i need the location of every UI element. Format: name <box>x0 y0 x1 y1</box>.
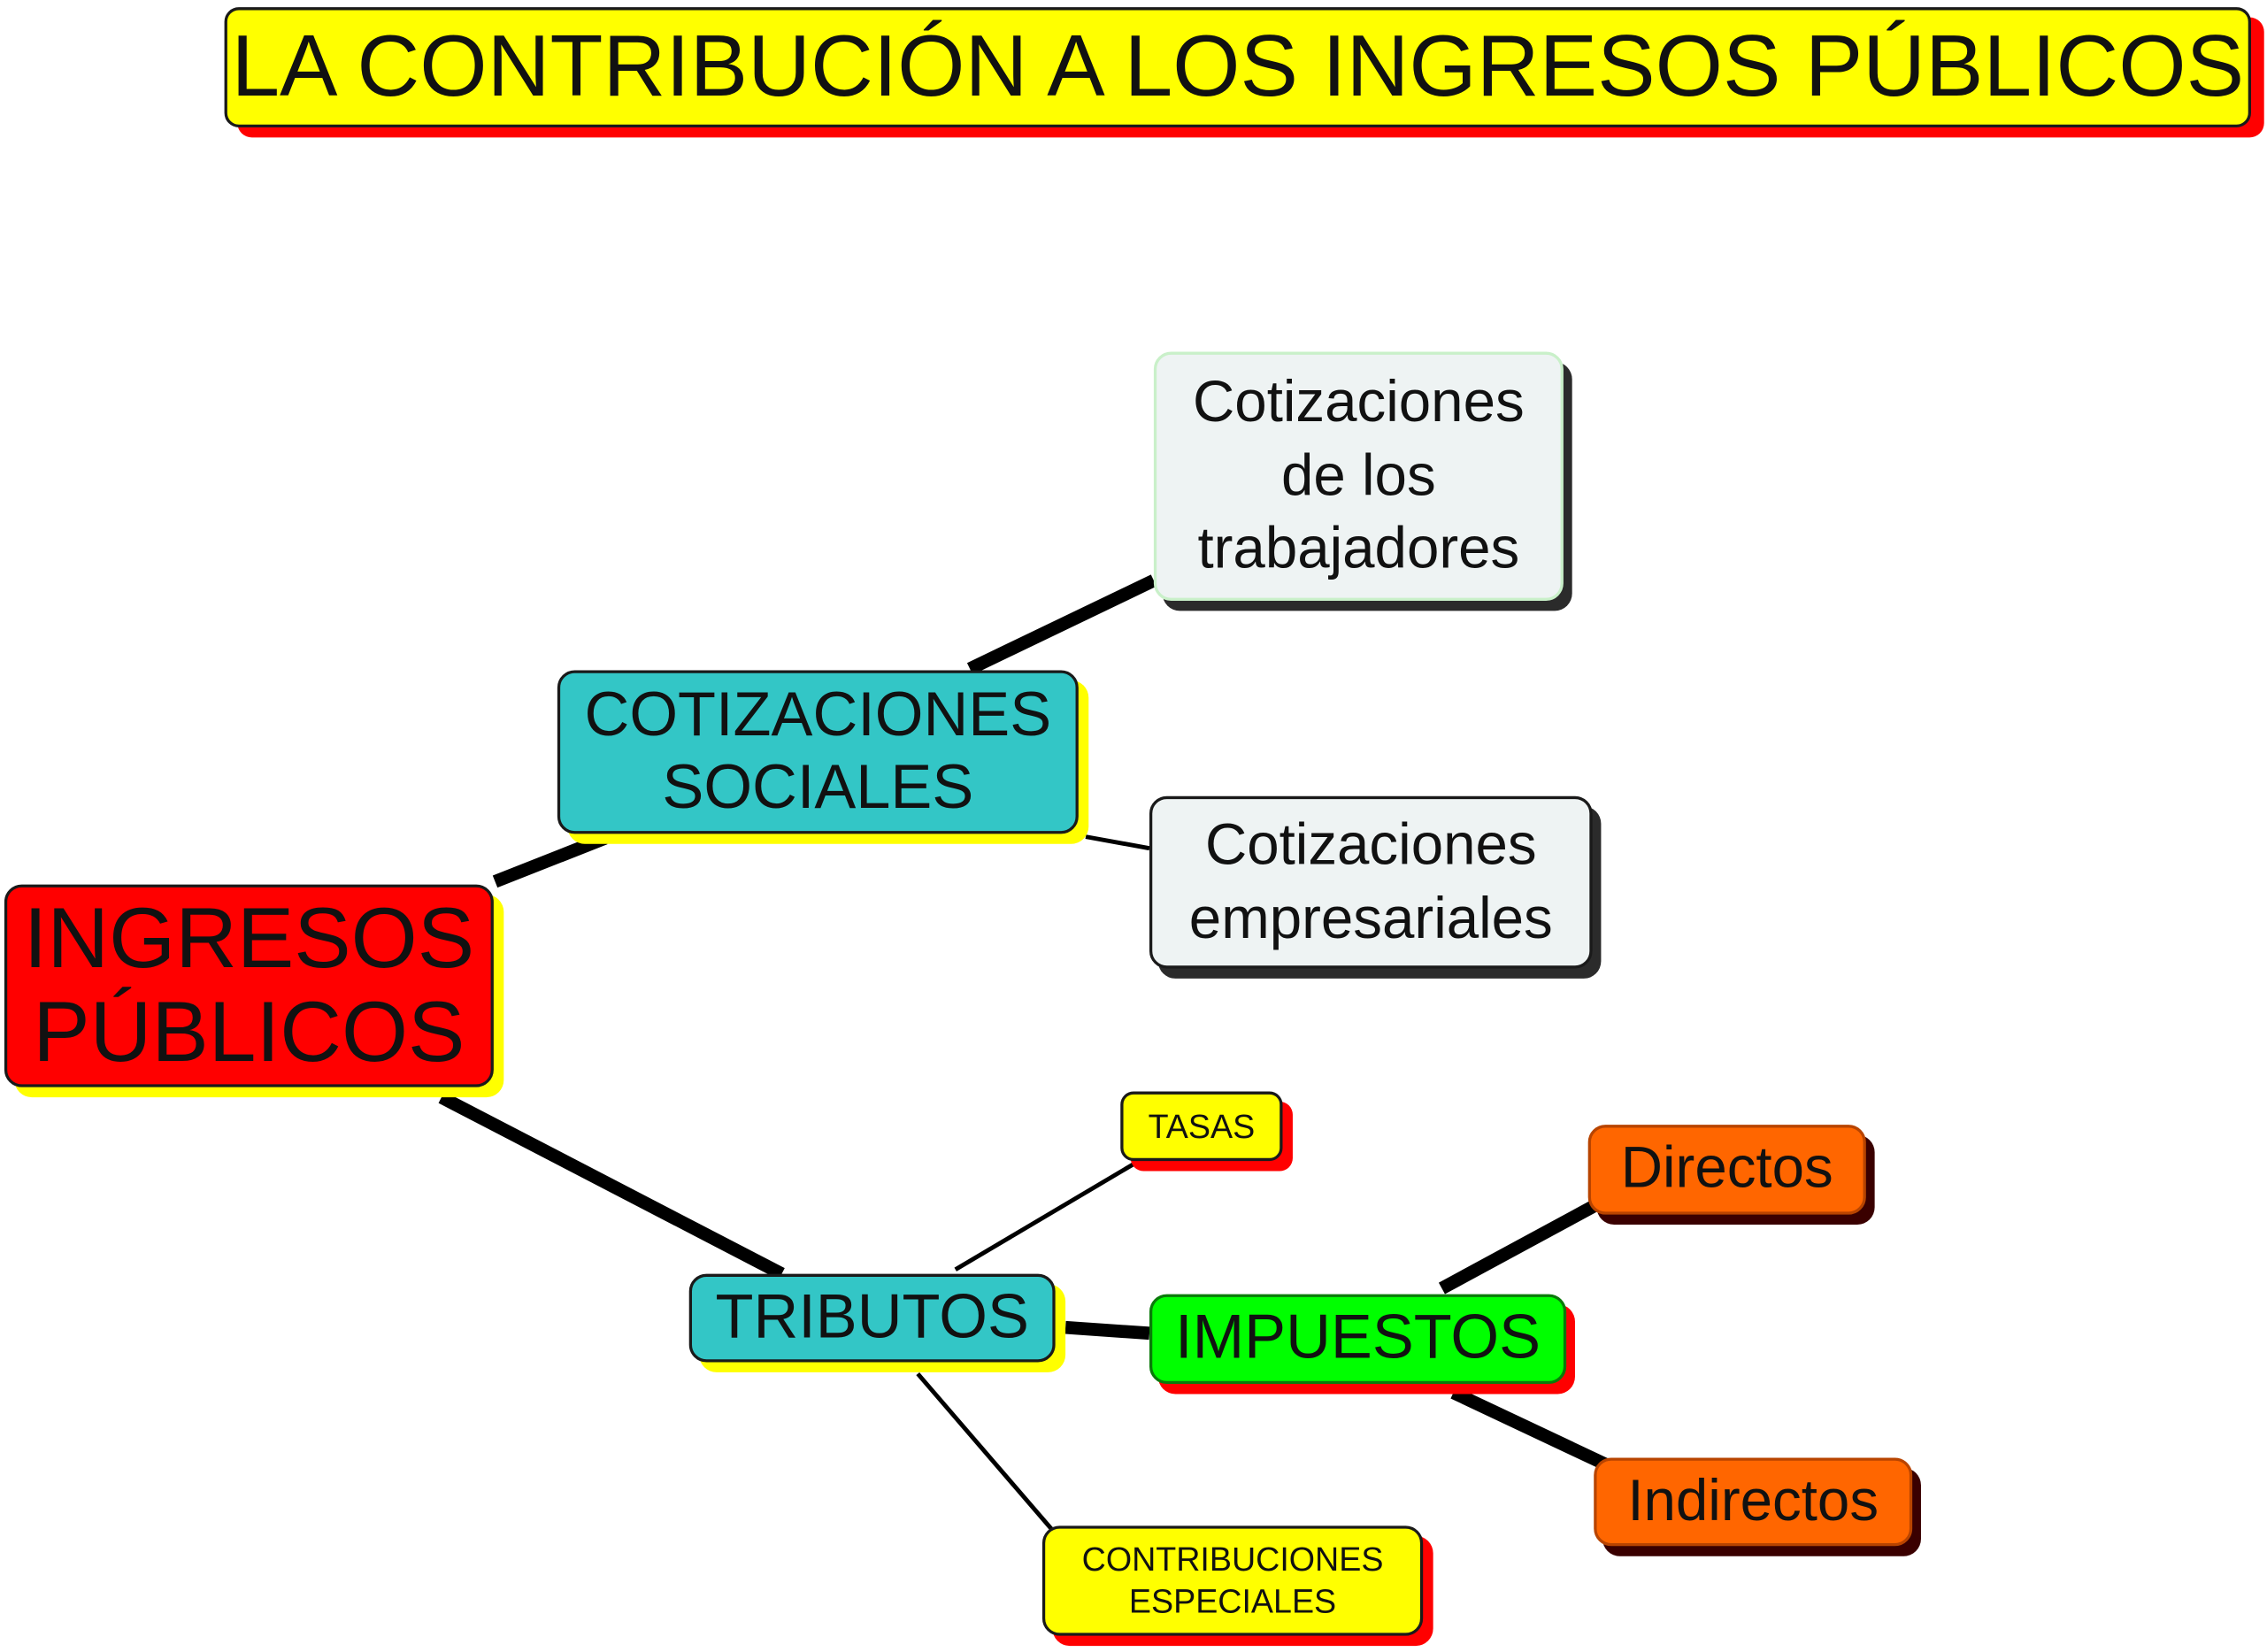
edge-tributos-contribuciones-especiales <box>916 1372 1055 1532</box>
node-tasas: TASAS <box>1120 1091 1283 1162</box>
node-cotizaciones-sociales: COTIZACIONES SOCIALES <box>557 670 1079 834</box>
node-impuestos-directos: Directos <box>1587 1125 1866 1215</box>
edge-tributos-tasas <box>954 1160 1138 1272</box>
node-tributos: TRIBUTOS <box>688 1273 1056 1363</box>
edge-cotizaciones-sociales-trabajadores <box>966 574 1157 675</box>
edge-impuestos-indirectos <box>1450 1387 1610 1471</box>
node-cotizaciones-empresariales: Cotizaciones empresariales <box>1149 795 1593 969</box>
node-impuestos-indirectos: Indirectos <box>1594 1457 1913 1547</box>
edge-tributos-impuestos <box>1064 1320 1150 1341</box>
node-contribuciones-especiales: CONTRIBUCIONES ESPECIALES <box>1041 1525 1424 1636</box>
edge-root-cotizaciones-sociales <box>492 832 608 888</box>
node-impuestos: IMPUESTOS <box>1149 1294 1567 1385</box>
page-title: LA CONTRIBUCIÓN A LOS INGRESOS PÚBLICOS <box>224 7 2251 127</box>
node-ingresos-publicos: INGRESOS PÚBLICOS <box>4 884 494 1087</box>
node-cotizaciones-trabajadores: Cotizaciones de los trabajadores <box>1153 351 1564 601</box>
edge-root-tributos <box>438 1091 785 1280</box>
edge-cotizaciones-sociales-empresariales <box>1085 834 1150 851</box>
edge-impuestos-directos <box>1438 1197 1603 1295</box>
